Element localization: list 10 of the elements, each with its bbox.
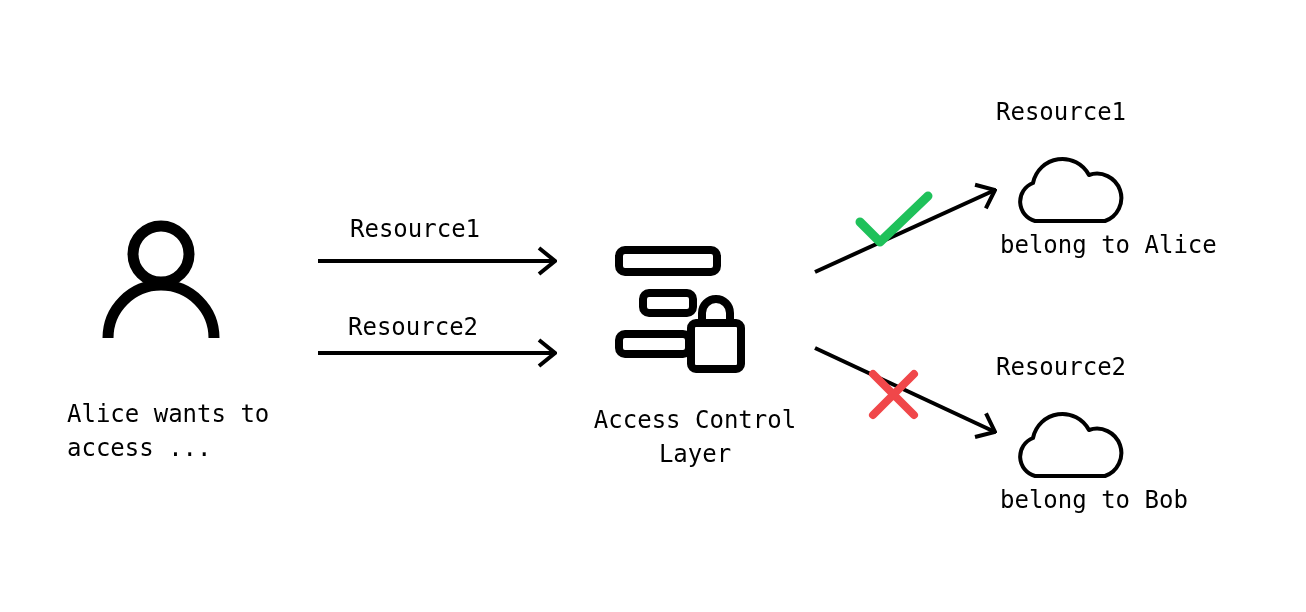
resource-title: Resource1 bbox=[996, 97, 1127, 128]
arrow bbox=[318, 246, 557, 276]
arrow bbox=[814, 182, 997, 274]
owner-label: belong to Alice bbox=[1000, 230, 1217, 261]
arrow bbox=[318, 338, 557, 368]
node-label: Alice wants to access ... bbox=[67, 399, 271, 464]
node-label: Access Control Layer bbox=[592, 405, 798, 470]
owner-label: belong to Bob bbox=[1000, 485, 1188, 516]
resource-title: Resource2 bbox=[996, 352, 1127, 383]
arrow bbox=[814, 346, 997, 439]
